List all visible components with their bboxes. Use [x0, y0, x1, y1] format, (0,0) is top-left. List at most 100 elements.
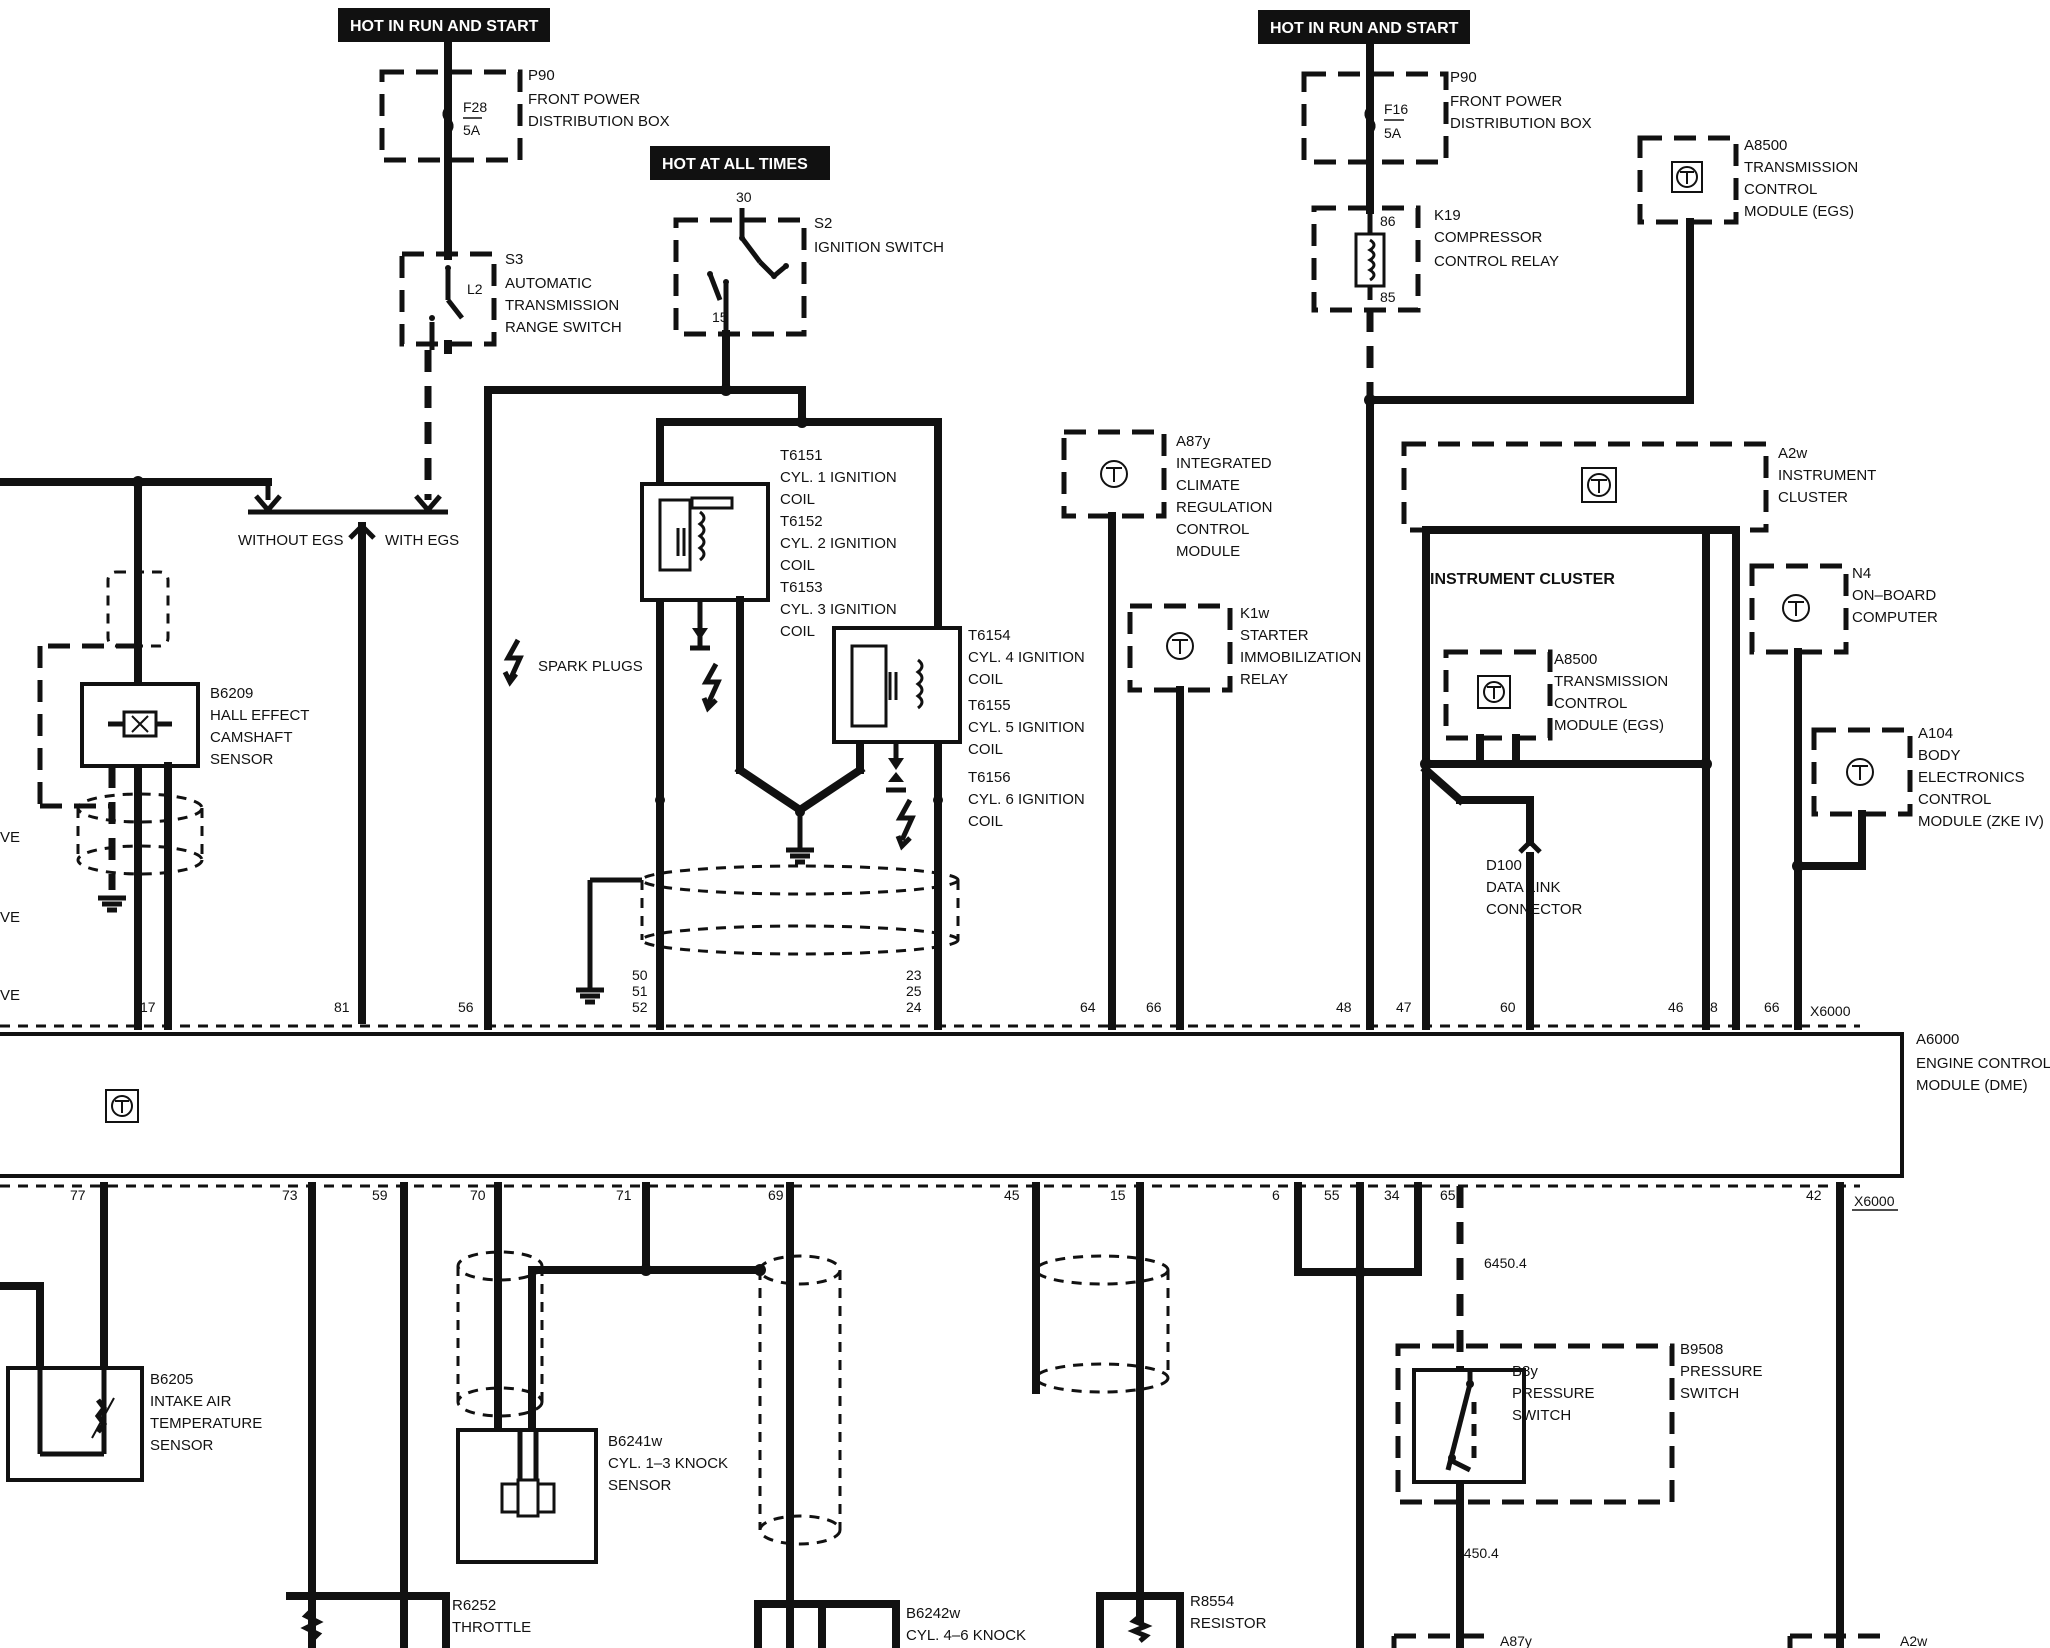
ignition-coils-1-3: T6151 CYL. 1 IGNITION COIL T6152 CYL. 2 … — [640, 447, 897, 816]
svg-text:CYL. 6 IGNITION: CYL. 6 IGNITION — [968, 791, 1085, 808]
svg-text:15: 15 — [1110, 1187, 1126, 1203]
svg-text:HALL EFFECT: HALL EFFECT — [210, 707, 309, 724]
svg-text:CONTROL: CONTROL — [1744, 181, 1817, 198]
svg-text:COMPRESSOR: COMPRESSOR — [1434, 229, 1543, 246]
svg-text:CYL. 5 IGNITION: CYL. 5 IGNITION — [968, 719, 1085, 736]
knock-sensor-b6242w: B6242w CYL. 4–6 KNOCK — [754, 1600, 1026, 1648]
svg-text:CONTROL: CONTROL — [1918, 791, 1991, 808]
camshaft-sensor-b6209: B6209 HALL EFFECT CAMSHAFT SENSOR — [80, 682, 309, 768]
svg-text:MODULE (EGS): MODULE (EGS) — [1744, 203, 1854, 220]
svg-text:HOT AT ALL TIMES: HOT AT ALL TIMES — [662, 156, 808, 173]
svg-text:59: 59 — [372, 1187, 388, 1203]
svg-text:INTAKE AIR: INTAKE AIR — [150, 1393, 232, 1410]
svg-text:24: 24 — [906, 999, 922, 1015]
svg-text:D100: D100 — [1486, 857, 1522, 874]
svg-text:R6252: R6252 — [452, 1597, 496, 1614]
ignition-switch-s2: 30 15 S2 IGNITION SWITCH — [673, 189, 944, 337]
svg-text:85: 85 — [1380, 289, 1396, 305]
svg-text:F16: F16 — [1384, 101, 1408, 117]
svg-text:COMPUTER: COMPUTER — [1852, 609, 1938, 626]
svg-text:F28: F28 — [463, 99, 487, 115]
svg-text:69: 69 — [768, 1187, 784, 1203]
svg-text:WITH EGS: WITH EGS — [385, 532, 459, 549]
svg-text:SENSOR: SENSOR — [210, 751, 274, 768]
svg-text:RANGE SWITCH: RANGE SWITCH — [505, 319, 622, 336]
svg-text:48: 48 — [1336, 999, 1352, 1015]
svg-text:ON–BOARD: ON–BOARD — [1852, 587, 1936, 604]
svg-text:TEMPERATURE: TEMPERATURE — [150, 1415, 262, 1432]
svg-text:VE: VE — [0, 987, 20, 1004]
svg-text:6450.4: 6450.4 — [1484, 1255, 1527, 1271]
svg-text:46: 46 — [1668, 999, 1684, 1015]
svg-text:COIL: COIL — [780, 557, 815, 574]
svg-text:CONTROL RELAY: CONTROL RELAY — [1434, 253, 1559, 270]
throttle-r6252: R6252 THROTTLE — [286, 1592, 531, 1648]
svg-text:B8y: B8y — [1512, 1363, 1538, 1380]
svg-text:CYL. 4–6 KNOCK: CYL. 4–6 KNOCK — [906, 1627, 1026, 1644]
svg-text:34: 34 — [1384, 1187, 1400, 1203]
svg-text:56: 56 — [458, 999, 474, 1015]
egs-module-a8500-inner: A8500 TRANSMISSION CONTROL MODULE (EGS) — [1443, 649, 1668, 741]
svg-text:A2w: A2w — [1778, 445, 1807, 462]
svg-text:66: 66 — [1146, 999, 1162, 1015]
svg-text:STARTER: STARTER — [1240, 627, 1309, 644]
svg-text:MODULE (EGS): MODULE (EGS) — [1554, 717, 1664, 734]
svg-text:ELECTRONICS: ELECTRONICS — [1918, 769, 2025, 786]
svg-text:T6153: T6153 — [780, 579, 823, 596]
svg-text:30: 30 — [736, 189, 752, 205]
svg-text:CLUSTER: CLUSTER — [1778, 489, 1848, 506]
svg-text:A6000: A6000 — [1916, 1031, 1959, 1048]
svg-text:N4: N4 — [1852, 565, 1871, 582]
svg-text:FRONT POWER: FRONT POWER — [528, 91, 640, 108]
svg-text:T6152: T6152 — [780, 513, 823, 530]
starter-relay-k1w: K1w STARTER IMMOBILIZATION RELAY — [1127, 603, 1361, 693]
resistor-r8554: R8554 RESISTOR — [1096, 1592, 1267, 1648]
svg-text:T6155: T6155 — [968, 697, 1011, 714]
svg-text:77: 77 — [70, 1187, 86, 1203]
svg-text:SPARK PLUGS: SPARK PLUGS — [538, 658, 643, 675]
svg-text:B6242w: B6242w — [906, 1605, 960, 1622]
svg-text:TRANSMISSION: TRANSMISSION — [505, 297, 619, 314]
svg-text:A104: A104 — [1918, 725, 1953, 742]
knock-sensor-b6241w: B6241w CYL. 1–3 KNOCK SENSOR — [456, 1428, 728, 1564]
svg-text:66: 66 — [1764, 999, 1780, 1015]
svg-text:CYL. 2 IGNITION: CYL. 2 IGNITION — [780, 535, 897, 552]
svg-text:R8554: R8554 — [1190, 1593, 1234, 1610]
svg-text:T6156: T6156 — [968, 769, 1011, 786]
svg-text:15: 15 — [712, 309, 728, 325]
svg-text:REGULATION: REGULATION — [1176, 499, 1272, 516]
svg-text:L2: L2 — [467, 281, 483, 297]
svg-text:51: 51 — [632, 983, 648, 999]
svg-text:CONTROL: CONTROL — [1554, 695, 1627, 712]
svg-text:VE: VE — [0, 909, 20, 926]
svg-text:A8500: A8500 — [1554, 651, 1597, 668]
climate-module-a87y: A87y INTEGRATED CLIMATE REGULATION CONTR… — [1061, 429, 1272, 560]
svg-text:71: 71 — [616, 1187, 632, 1203]
svg-text:P90: P90 — [1450, 69, 1477, 86]
svg-text:TRANSMISSION: TRANSMISSION — [1554, 673, 1668, 690]
svg-text:25: 25 — [906, 983, 922, 999]
svg-text:HOT IN RUN AND START: HOT IN RUN AND START — [350, 18, 539, 35]
svg-text:A87y: A87y — [1500, 1633, 1532, 1648]
svg-text:MODULE (ZKE IV): MODULE (ZKE IV) — [1918, 813, 2044, 830]
svg-text:CYL. 1 IGNITION: CYL. 1 IGNITION — [780, 469, 897, 486]
svg-text:5A: 5A — [1384, 125, 1402, 141]
svg-text:MODULE: MODULE — [1176, 543, 1240, 560]
svg-text:COIL: COIL — [968, 741, 1003, 758]
svg-text:WITHOUT EGS: WITHOUT EGS — [238, 532, 344, 549]
svg-text:8: 8 — [1710, 999, 1718, 1015]
svg-text:ENGINE CONTROL: ENGINE CONTROL — [1916, 1055, 2050, 1072]
banner-hot-run-start-right: HOT IN RUN AND START — [1258, 10, 1470, 44]
svg-text:CYL. 4 IGNITION: CYL. 4 IGNITION — [968, 649, 1085, 666]
svg-text:52: 52 — [632, 999, 648, 1015]
svg-text:5A: 5A — [463, 122, 481, 138]
svg-text:65: 65 — [1440, 1187, 1456, 1203]
fuse-box-p90-left: F28 5A P90 FRONT POWER DISTRIBUTION BOX — [379, 38, 670, 354]
fuse-box-p90-right: F16 5A P90 FRONT POWER DISTRIBUTION BOX — [1301, 40, 1592, 214]
pressure-switch-b9508: B8y PRESSURE SWITCH B9508 PRESSURE SWITC… — [1395, 1341, 1763, 1505]
svg-text:A8500: A8500 — [1744, 137, 1787, 154]
svg-text:COIL: COIL — [780, 491, 815, 508]
svg-text:6: 6 — [1272, 1187, 1280, 1203]
svg-text:CYL. 1–3 KNOCK: CYL. 1–3 KNOCK — [608, 1455, 728, 1472]
